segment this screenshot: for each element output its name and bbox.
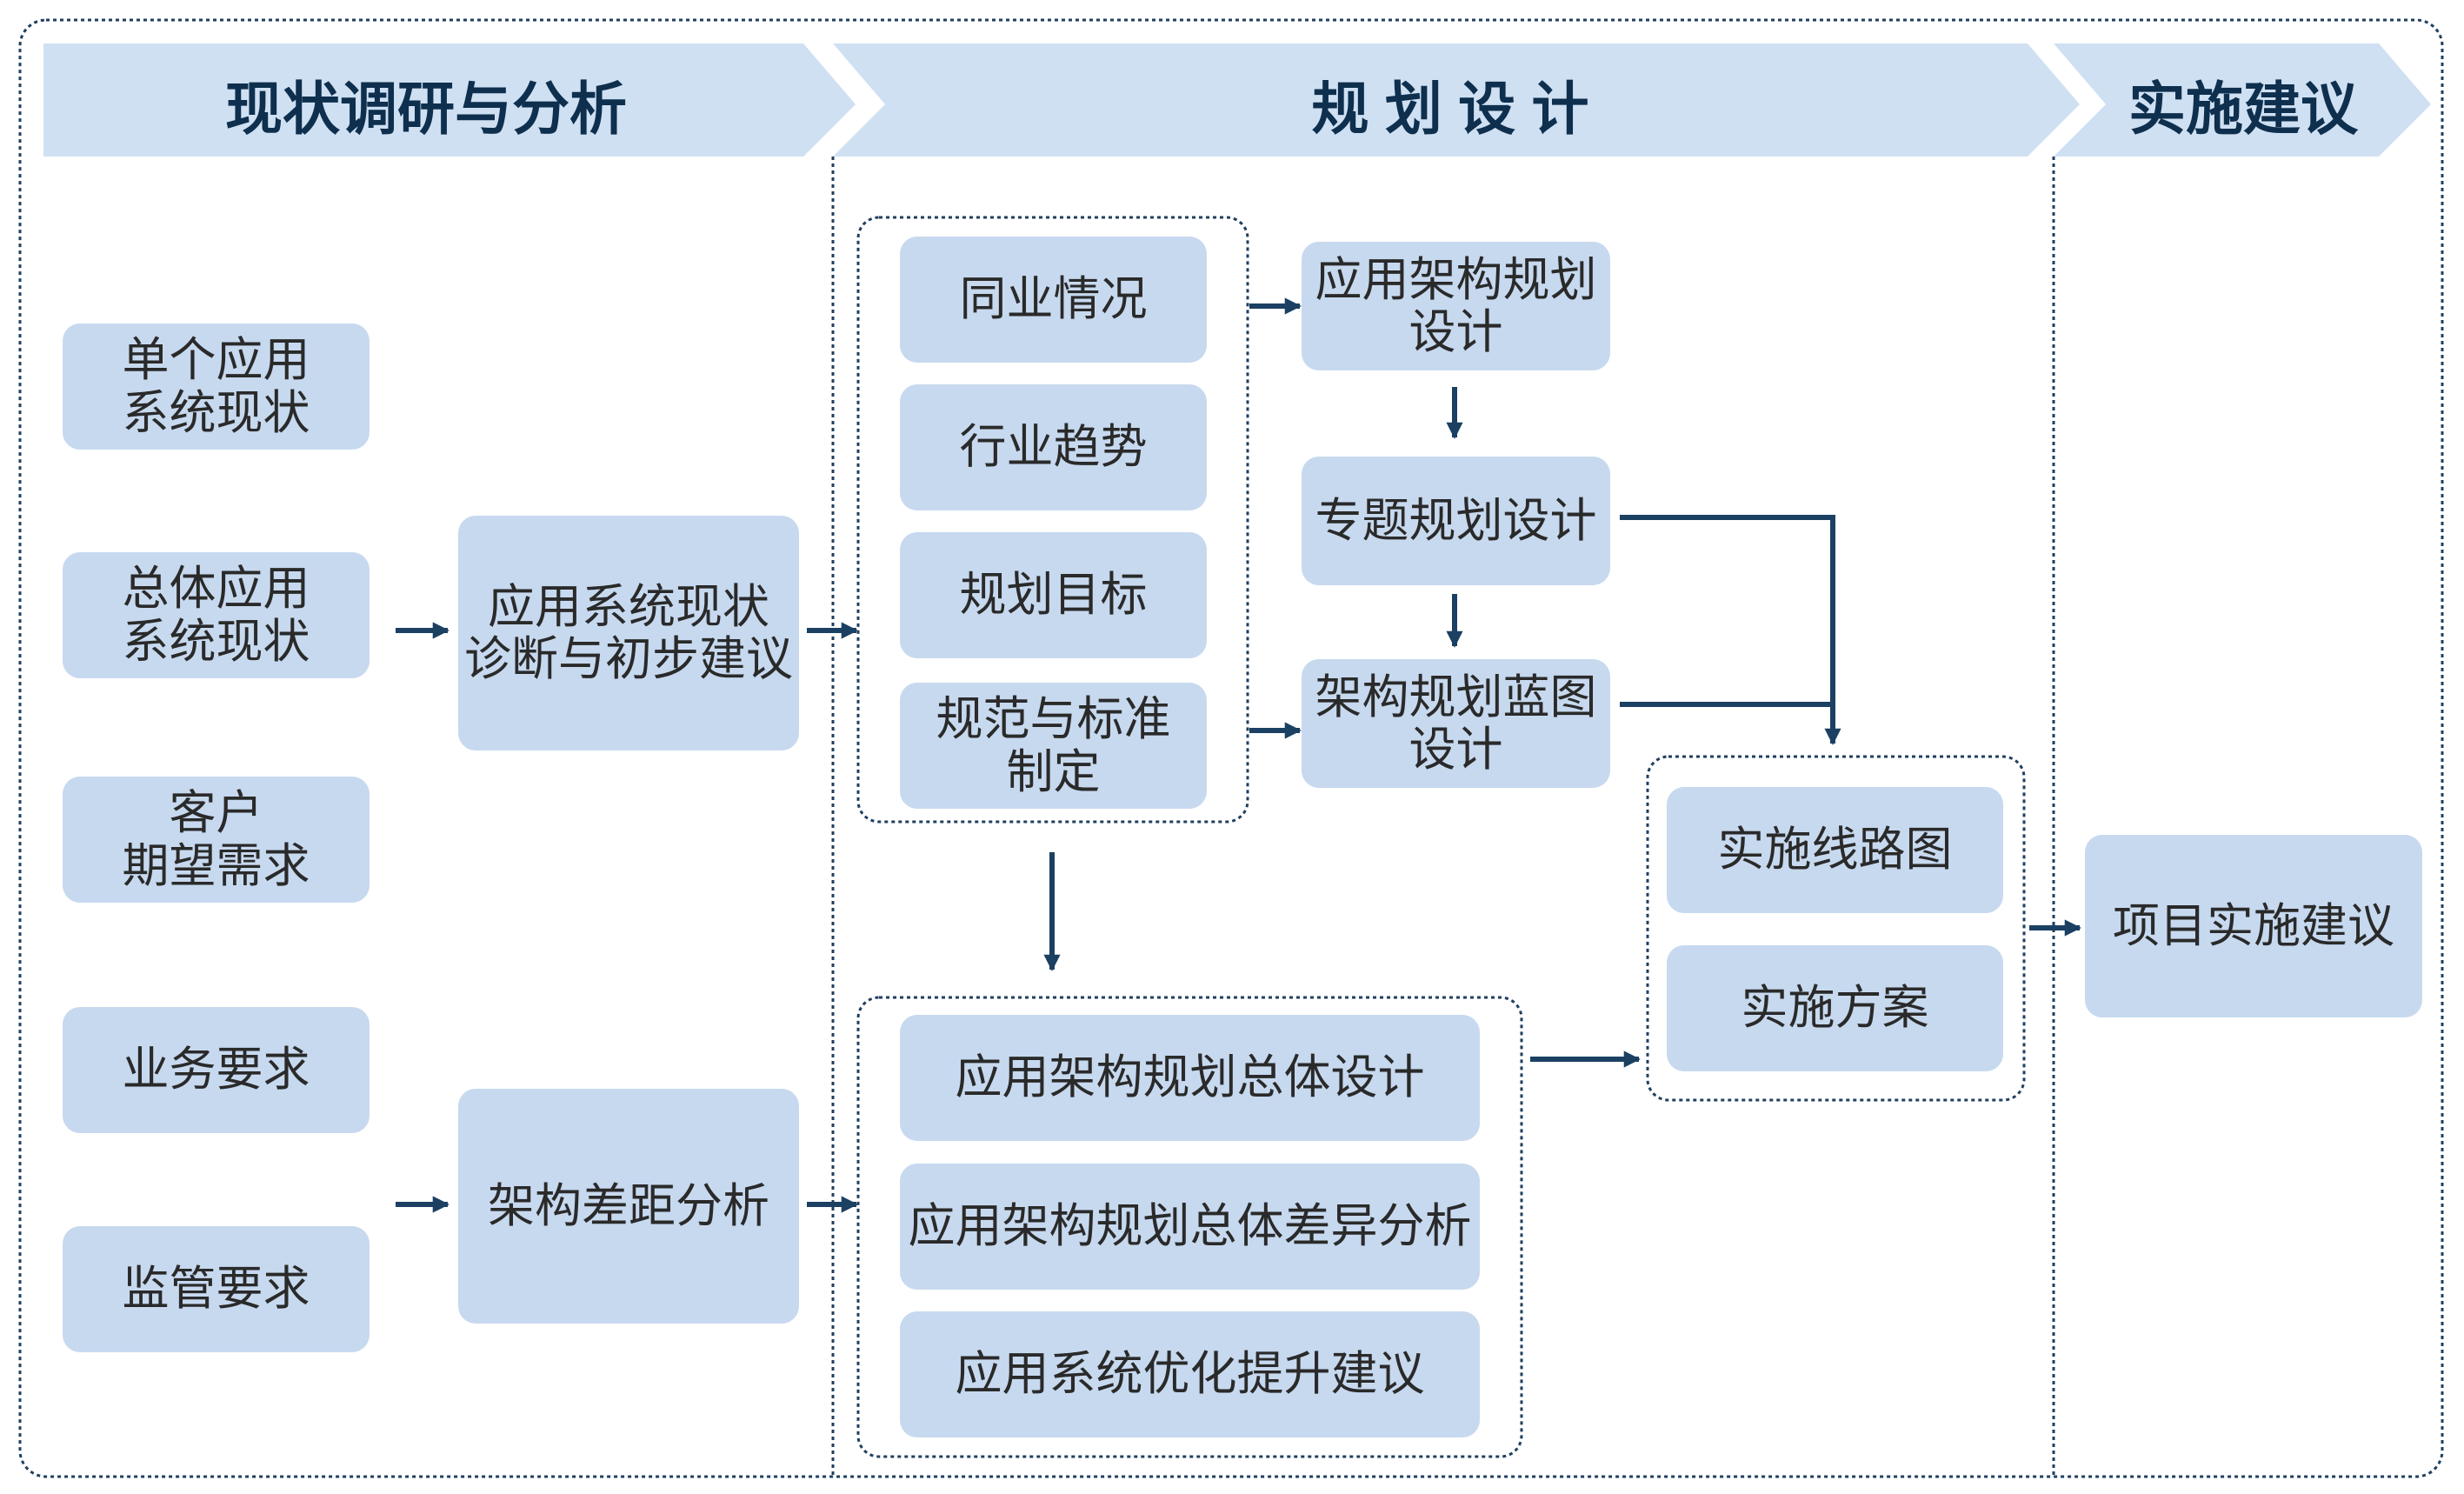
design-blueprint: 架构规划蓝图 设计 — [1302, 659, 1610, 788]
input-customer-expectations: 客户 期望需求 — [63, 777, 370, 903]
analysis-diagnosis: 应用系统现状 诊断与初步建议 — [458, 516, 799, 750]
connector-topics-to-implementation — [1620, 515, 1841, 745]
reference-goals: 规划目标 — [900, 532, 1207, 658]
output-overall-gap-analysis: 应用架构规划总体差异分析 — [900, 1164, 1480, 1290]
reference-group-frame — [856, 216, 1249, 824]
output-overall-design: 应用架构规划总体设计 — [900, 1015, 1480, 1141]
phase-header-implement: 实施建议 — [2128, 77, 2358, 141]
design-topic-planning: 专题规划设计 — [1302, 457, 1610, 585]
implementation-roadmap: 实施线路图 — [1667, 787, 2003, 913]
input-single-app-status: 单个应用 系统现状 — [63, 323, 370, 450]
analysis-gap: 架构差距分析 — [458, 1089, 799, 1324]
design-architecture-planning: 应用架构规划 设计 — [1302, 242, 1610, 370]
reference-standards: 规范与标准 制定 — [900, 683, 1207, 809]
phase-header-design-shape — [833, 43, 2080, 157]
reference-trends: 行业趋势 — [900, 384, 1207, 510]
phase-header-implement-shape — [2054, 43, 2431, 157]
phase-header-design: 规 划 设 计 — [1311, 77, 1589, 141]
implementation-group-frame — [1646, 755, 2026, 1102]
output-optimization-advice: 应用系统优化提升建议 — [900, 1311, 1480, 1437]
input-regulatory-requirements: 监管要求 — [63, 1226, 370, 1352]
input-overall-app-status: 总体应用 系统现状 — [63, 552, 370, 678]
reference-peers: 同业情况 — [900, 237, 1207, 363]
input-business-requirements: 业务要求 — [63, 1007, 370, 1133]
phase-header-research: 现状调研与分析 — [225, 77, 627, 141]
phase-header-research-shape — [43, 43, 856, 157]
outer-frame — [18, 18, 2444, 1478]
result-project-implementation-advice: 项目实施建议 — [2085, 835, 2422, 1017]
implementation-plan: 实施方案 — [1667, 945, 2003, 1071]
overall-output-group-frame — [856, 996, 1523, 1458]
